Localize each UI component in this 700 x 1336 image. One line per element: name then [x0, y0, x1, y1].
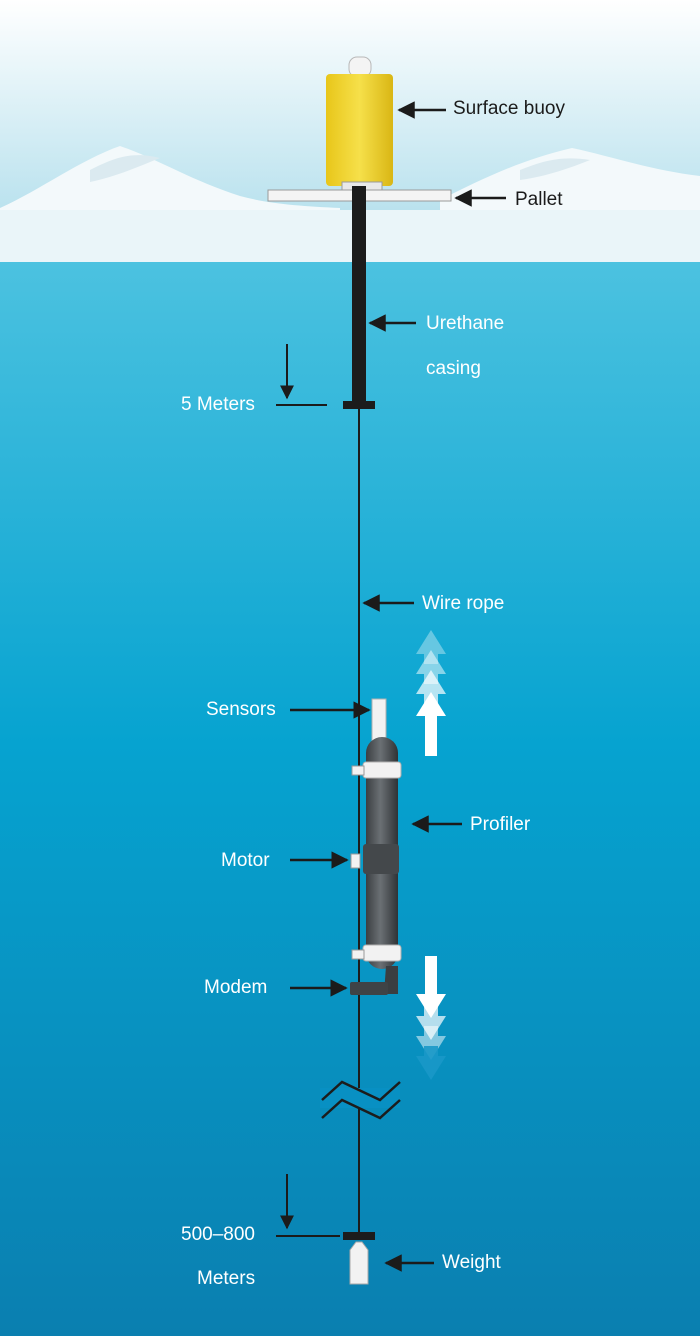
sensor-rod: [371, 698, 387, 742]
upper-clamp: [362, 761, 402, 779]
upward-motion-arrows: [416, 630, 446, 756]
weight-label: Weight: [442, 1252, 501, 1273]
depth-marker-5m: [276, 344, 327, 406]
depth-marker-bottom: [276, 1174, 340, 1237]
profiler-label: Profiler: [470, 814, 531, 835]
ice-shelf: [0, 210, 700, 262]
bottom-clamp: [343, 1232, 375, 1240]
anchor-weight: [349, 1241, 369, 1285]
modem: [350, 982, 388, 995]
water: [0, 260, 700, 1336]
urethane-label-line2: casing: [426, 358, 481, 379]
modem-label: Modem: [204, 977, 268, 998]
downward-motion-arrows: [416, 956, 446, 1080]
sensors-label: Sensors: [206, 699, 276, 720]
motor: [350, 853, 361, 869]
depth-top-label: 5 Meters: [181, 394, 255, 415]
surface-buoy: [326, 74, 393, 186]
pallet-label: Pallet: [515, 189, 563, 210]
casing-end-clamp: [343, 401, 375, 409]
break-symbol: [321, 1080, 401, 1102]
wire-rope-label: Wire rope: [422, 593, 505, 614]
urethane-label-line1: Urethane: [426, 313, 505, 334]
lower-clamp: [362, 944, 402, 962]
urethane-casing: [352, 186, 366, 404]
motor-label: Motor: [221, 850, 270, 871]
depth-bottom-label-line2: Meters: [197, 1268, 256, 1289]
surface-buoy-label: Surface buoy: [453, 98, 565, 119]
depth-bottom-label-line1: 500–800: [181, 1224, 255, 1245]
